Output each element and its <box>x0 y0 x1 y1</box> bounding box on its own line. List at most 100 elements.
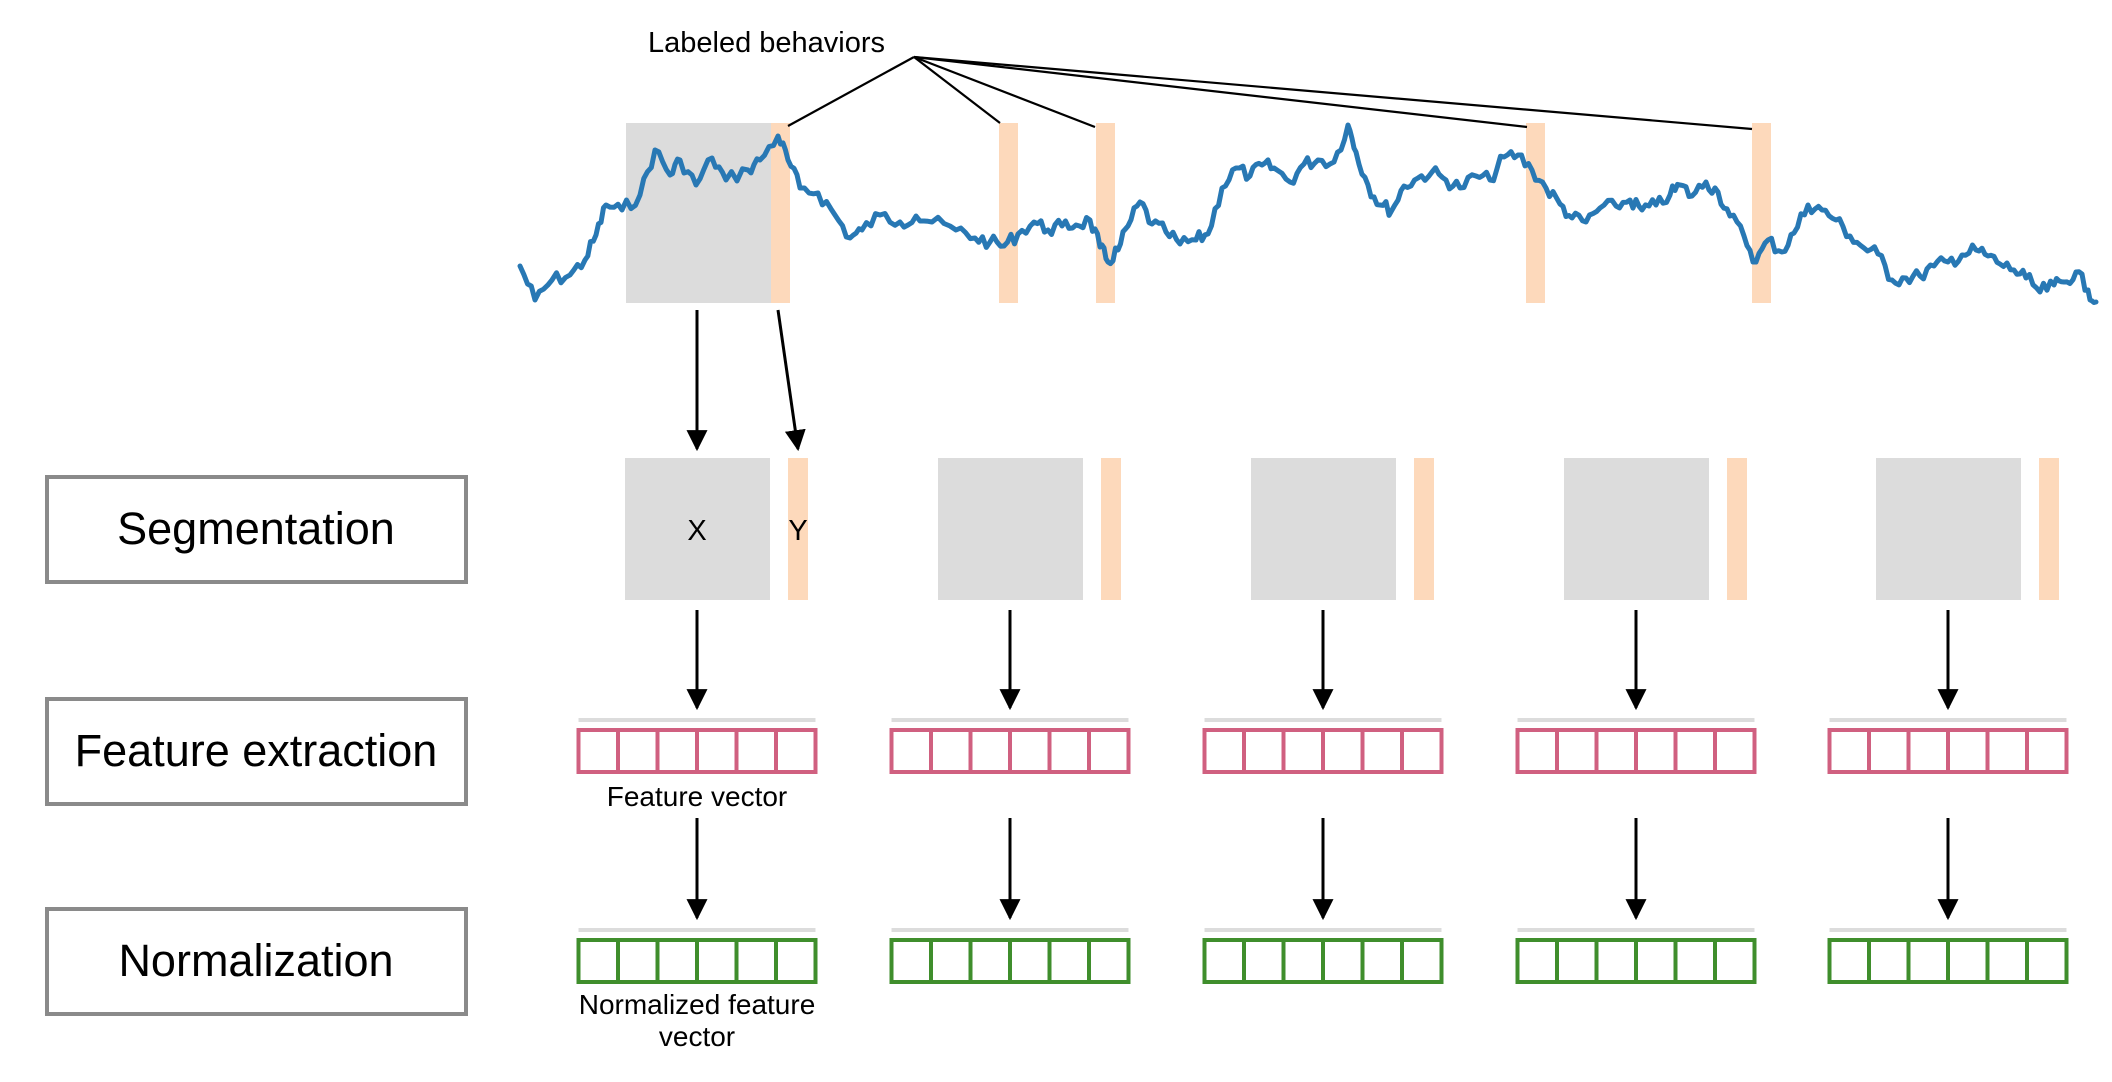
behavior-bar-5 <box>1752 123 1771 303</box>
feature-cell <box>1008 728 1052 774</box>
behavior-bar-3 <box>1096 123 1115 303</box>
callout-line-1 <box>787 56 915 127</box>
normalized-caption-line-1: Normalized feature <box>579 989 816 1020</box>
segment-window <box>1876 458 2021 600</box>
normalized-vector-shadow <box>1517 928 1755 932</box>
behavior-bar-4 <box>1526 123 1545 303</box>
feature-cell <box>1713 728 1757 774</box>
behavior-bar-2 <box>999 123 1018 303</box>
callout-line-4 <box>913 55 1528 129</box>
normalized-cell <box>1047 938 1091 984</box>
feature-cell <box>1281 728 1325 774</box>
normalized-cell <box>1087 938 1131 984</box>
normalized-feature-vector <box>1515 938 1757 984</box>
normalized-cell <box>1008 938 1052 984</box>
callout-line-3 <box>913 55 1096 129</box>
segment-x-label: X <box>687 515 706 547</box>
normalized-vector-shadow <box>1829 928 2067 932</box>
segment-window <box>625 458 770 600</box>
feature-vector <box>1202 728 1444 774</box>
callout-line-5 <box>913 55 1753 131</box>
feature-cell <box>1242 728 1286 774</box>
normalized-cell <box>1673 938 1717 984</box>
feature-vector-shadow <box>1829 718 2067 722</box>
feature-cell <box>929 728 973 774</box>
segment-window <box>1251 458 1396 600</box>
normalized-cell <box>1827 938 1871 984</box>
normalized-cell <box>1867 938 1911 984</box>
normalized-cell <box>734 938 778 984</box>
signal-trace <box>517 122 2099 305</box>
labeled-behaviors-annotation: Labeled behaviors <box>648 27 885 59</box>
normalized-cell <box>1594 938 1638 984</box>
segment-behavior <box>788 458 808 600</box>
normalized-cell <box>1555 938 1599 984</box>
normalized-cell <box>774 938 818 984</box>
normalized-cell <box>1713 938 1757 984</box>
stage-feature-extraction-box <box>45 697 468 806</box>
callout-line-2 <box>913 56 1001 124</box>
feature-cell <box>1087 728 1131 774</box>
feature-vector-shadow <box>1517 718 1755 722</box>
normalized-cell <box>1202 938 1246 984</box>
normalized-cell <box>1321 938 1365 984</box>
segment-y-label: Y <box>788 515 807 547</box>
stage-normalization: Normalization <box>45 907 468 1016</box>
feature-cell <box>1673 728 1717 774</box>
segment-column-2 <box>889 458 1131 984</box>
feature-cell <box>1515 728 1559 774</box>
segment-column-5 <box>1827 458 2069 984</box>
feature-cell <box>774 728 818 774</box>
normalized-feature-vector <box>1827 938 2069 984</box>
normalized-vector-shadow <box>1204 928 1442 932</box>
first-window <box>626 123 771 303</box>
feature-cell <box>889 728 933 774</box>
feature-cell <box>734 728 778 774</box>
normalized-cell <box>1985 938 2029 984</box>
segment-column-3 <box>1202 458 1444 984</box>
normalized-cell <box>1281 938 1325 984</box>
segment-column-1 <box>576 458 818 984</box>
feature-cell <box>1400 728 1444 774</box>
feature-cell <box>1594 728 1638 774</box>
stage-normalization-label: Normalization <box>118 935 393 986</box>
feature-cell <box>1985 728 2029 774</box>
normalized-feature-vector <box>576 938 818 984</box>
feature-cell <box>1047 728 1091 774</box>
normalized-cell <box>576 938 620 984</box>
feature-vector-shadow <box>891 718 1129 722</box>
normalized-cell <box>1906 938 1950 984</box>
feature-cell <box>1906 728 1950 774</box>
behavior-bar-1 <box>771 123 790 303</box>
normalized-cell <box>968 938 1012 984</box>
normalized-cell <box>2025 938 2069 984</box>
feature-cell <box>616 728 660 774</box>
feature-vector-caption: Feature vector <box>607 781 788 812</box>
feature-cell <box>1202 728 1246 774</box>
segment-column-4 <box>1515 458 1757 984</box>
feature-vector <box>1515 728 1757 774</box>
normalized-cell <box>655 938 699 984</box>
feature-vector-shadow <box>578 718 816 722</box>
segment-behavior <box>2039 458 2059 600</box>
feature-cell <box>1867 728 1911 774</box>
feature-cell <box>1360 728 1404 774</box>
feature-cell <box>1555 728 1599 774</box>
feature-cell <box>1321 728 1365 774</box>
stage-normalization-box <box>45 907 468 1016</box>
normalized-cell <box>929 938 973 984</box>
feature-cell <box>968 728 1012 774</box>
feature-vector <box>889 728 1131 774</box>
normalized-cell <box>616 938 660 984</box>
normalized-cell <box>1946 938 1990 984</box>
normalized-cell <box>1515 938 1559 984</box>
stage-segmentation-box <box>45 475 468 584</box>
behavior-bars <box>771 123 1771 303</box>
callout-lines <box>787 55 1753 131</box>
signal-panel: Labeled behaviors <box>517 27 2099 305</box>
feature-cell <box>2025 728 2069 774</box>
feature-vector <box>1827 728 2069 774</box>
arrow-behavior-to-y <box>776 309 806 452</box>
segment-behavior <box>1101 458 1121 600</box>
